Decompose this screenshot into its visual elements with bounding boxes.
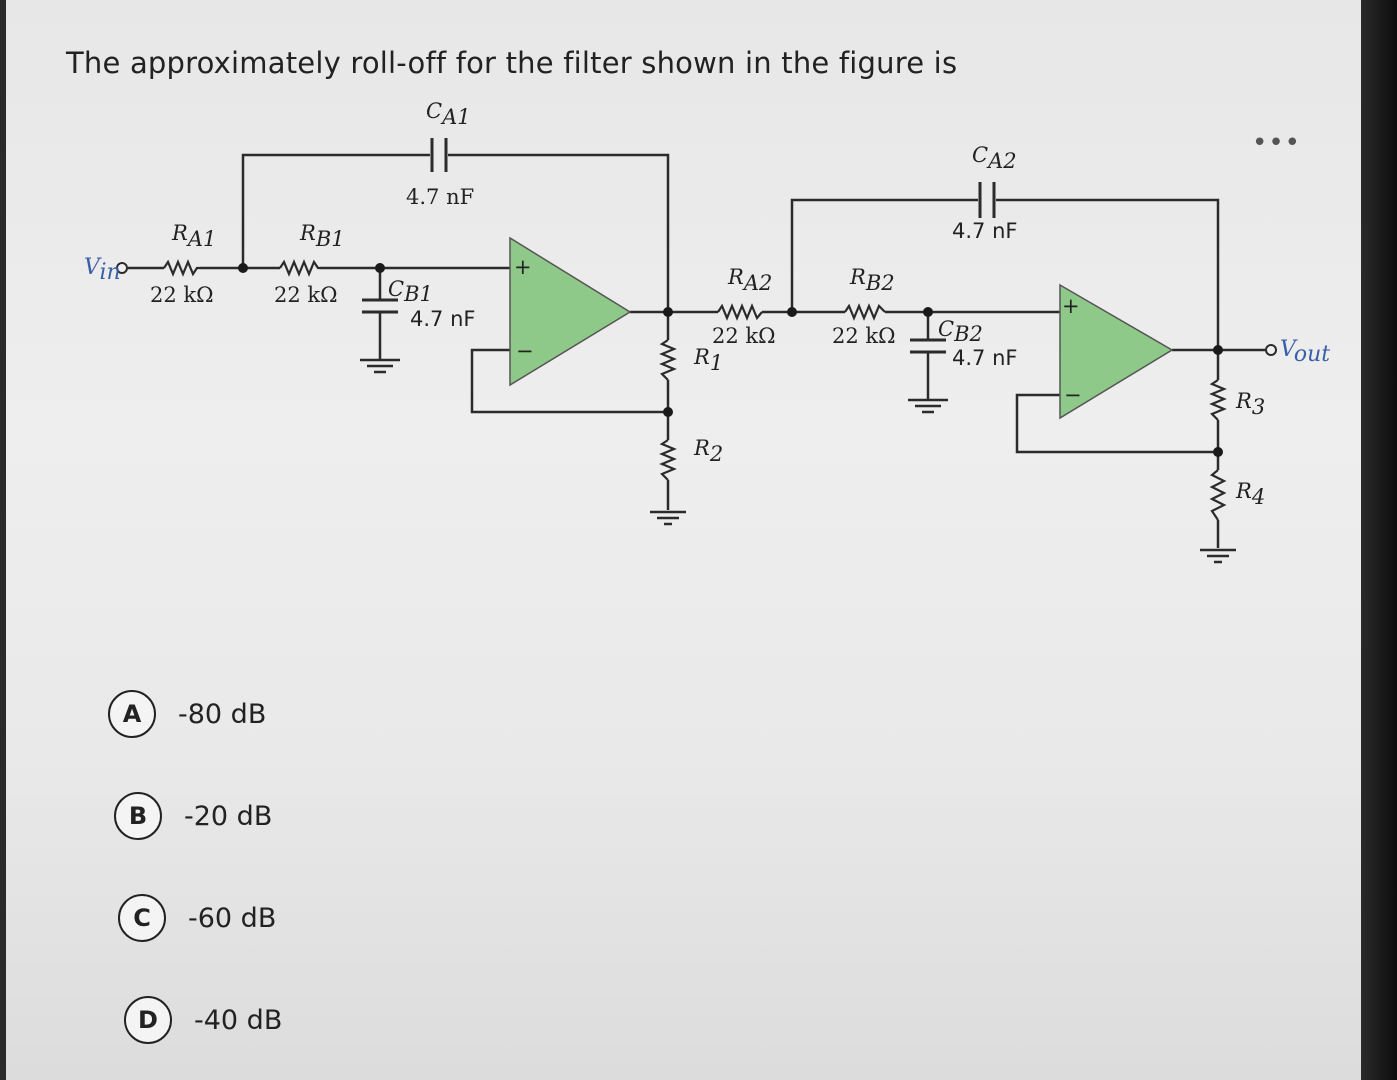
value-ca2: 4.7 nF (952, 219, 1017, 243)
question-text: The approximately roll-off for the filte… (66, 46, 958, 80)
label-ca2: CA2 (972, 143, 1017, 173)
junctions (238, 263, 1223, 457)
capacitors (362, 138, 996, 354)
label-ca1: CA1 (426, 99, 471, 129)
label-r1: R1 (693, 345, 723, 375)
opamp-stage1 (509, 236, 632, 387)
screen-bezel-right (1361, 0, 1397, 1080)
value-rb1: 22 kΩ (274, 283, 338, 307)
option-b-text: -20 dB (184, 800, 273, 832)
input-terminal (116, 262, 128, 274)
label-vout: Vout (1280, 337, 1330, 367)
opamp1-minus-sign: − (516, 339, 534, 363)
label-cb1: CB1 (388, 277, 433, 306)
option-c-text: -60 dB (188, 902, 277, 934)
value-ra2: 22 kΩ (712, 324, 776, 348)
wires (128, 153, 1265, 564)
screen-bezel-left (0, 0, 6, 1080)
option-d[interactable]: D -40 dB (124, 996, 282, 1044)
option-c-letter: C (118, 894, 166, 942)
label-rb2: RB2 (849, 265, 895, 295)
label-r4: R4 (1235, 479, 1265, 509)
circuit-diagram: + − + − CA1 4.7 nF RA1 22 kΩ RB1 22 kΩ C… (84, 99, 1331, 564)
label-ra2: RA2 (727, 265, 772, 295)
resistor-r3 (1209, 379, 1227, 421)
label-r2: R2 (693, 436, 723, 466)
value-rb2: 22 kΩ (832, 324, 896, 348)
value-cb2: 4.7 nF (952, 346, 1017, 370)
option-d-text: -40 dB (194, 1004, 283, 1036)
capacitor-ca1 (430, 138, 448, 172)
resistor-ra1 (163, 259, 200, 277)
value-ra1: 22 kΩ (150, 283, 214, 307)
label-r3: R3 (1235, 389, 1265, 419)
more-options-button[interactable]: ••• (1252, 128, 1302, 158)
capacitor-cb1 (362, 298, 398, 314)
option-a[interactable]: A -80 dB (108, 690, 266, 738)
opamp-stage2 (1059, 283, 1174, 420)
label-cb2: CB2 (938, 317, 983, 346)
resistor-rb2 (844, 303, 886, 321)
option-b[interactable]: B -20 dB (114, 792, 272, 840)
resistor-r4 (1209, 469, 1227, 521)
opamp2-minus-sign: − (1064, 383, 1082, 407)
opamp2-plus-sign: + (1062, 294, 1080, 318)
option-a-letter: A (108, 690, 156, 738)
value-ca1: 4.7 nF (406, 185, 474, 209)
option-b-letter: B (114, 792, 162, 840)
resistor-r1 (659, 339, 677, 381)
option-a-text: -80 dB (178, 698, 267, 730)
resistor-rb1 (279, 259, 320, 277)
output-terminal (1265, 344, 1277, 356)
capacitor-ca2 (978, 182, 996, 218)
resistor-r2 (659, 439, 677, 481)
capacitor-cb2 (910, 338, 946, 354)
option-d-letter: D (124, 996, 172, 1044)
label-ra1: RA1 (171, 221, 216, 251)
opamp1-plus-sign: + (514, 255, 532, 279)
label-vin: Vin (84, 255, 121, 285)
label-rb1: RB1 (299, 221, 345, 251)
option-c[interactable]: C -60 dB (118, 894, 276, 942)
resistor-ra2 (717, 303, 763, 321)
value-cb1: 4.7 nF (410, 307, 475, 331)
resistors (163, 259, 1227, 521)
